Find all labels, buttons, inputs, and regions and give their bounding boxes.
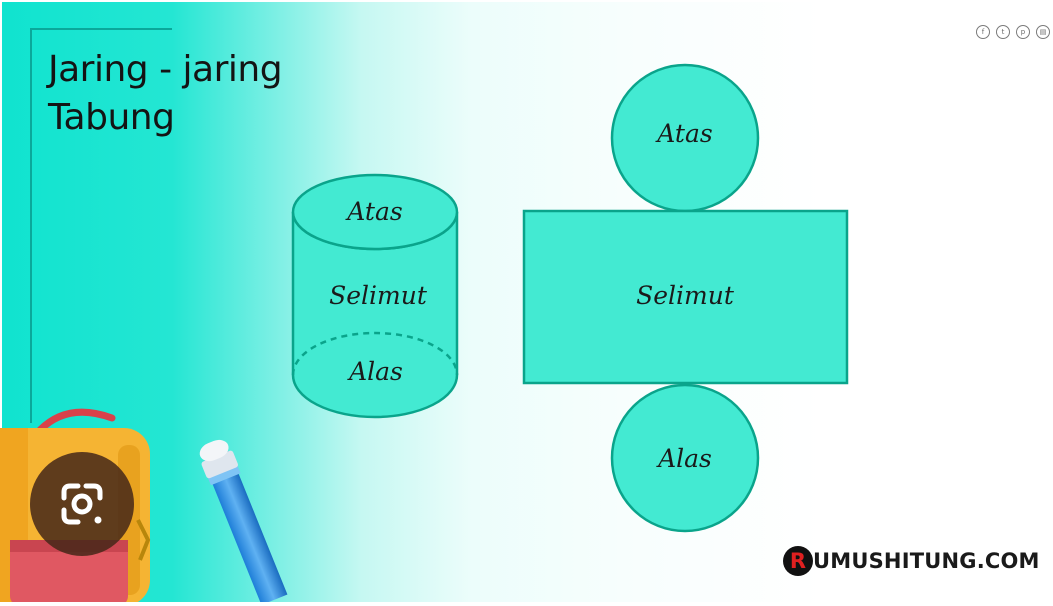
cylinder-top-face (291, 173, 459, 251)
cylinder-hidden-edge (291, 331, 459, 376)
cylinder-bottom-label: Alas (347, 357, 403, 386)
net-bottom-label: Alas (656, 444, 712, 473)
net-rectangle-label: Selimut (636, 281, 735, 310)
google-lens-button[interactable] (30, 452, 134, 556)
cylinder-side-label: Selimut (329, 281, 428, 310)
net-top-label: Atas (655, 119, 712, 148)
google-lens-icon (61, 483, 103, 525)
bottom-border (0, 602, 1053, 606)
page-title: Jaring - jaring Tabung (48, 46, 283, 142)
net-rectangle (522, 209, 849, 385)
frame-line-horizontal (30, 28, 172, 30)
brand-text: UMUSHITUNG.COM (813, 549, 1040, 573)
brand-r-badge: R (783, 546, 813, 576)
print-icon[interactable]: ▤ (1036, 25, 1050, 39)
twitter-icon[interactable]: t (996, 25, 1010, 39)
pinterest-icon[interactable]: p (1016, 25, 1030, 39)
facebook-icon[interactable]: f (976, 25, 990, 39)
title-line-1: Jaring - jaring (48, 49, 283, 90)
cylinder-net: Atas Selimut Alas (522, 63, 849, 533)
cylinder: Atas Selimut Alas (291, 173, 459, 419)
title-line-2: Tabung (48, 97, 175, 138)
net-bottom-circle (610, 383, 760, 533)
pencil-icon (199, 439, 288, 606)
cylinder-top-label: Atas (345, 197, 402, 226)
frame-line-vertical (30, 28, 32, 423)
brand-logo: R UMUSHITUNG.COM (783, 544, 1040, 578)
brand-r-letter: R (789, 548, 807, 573)
